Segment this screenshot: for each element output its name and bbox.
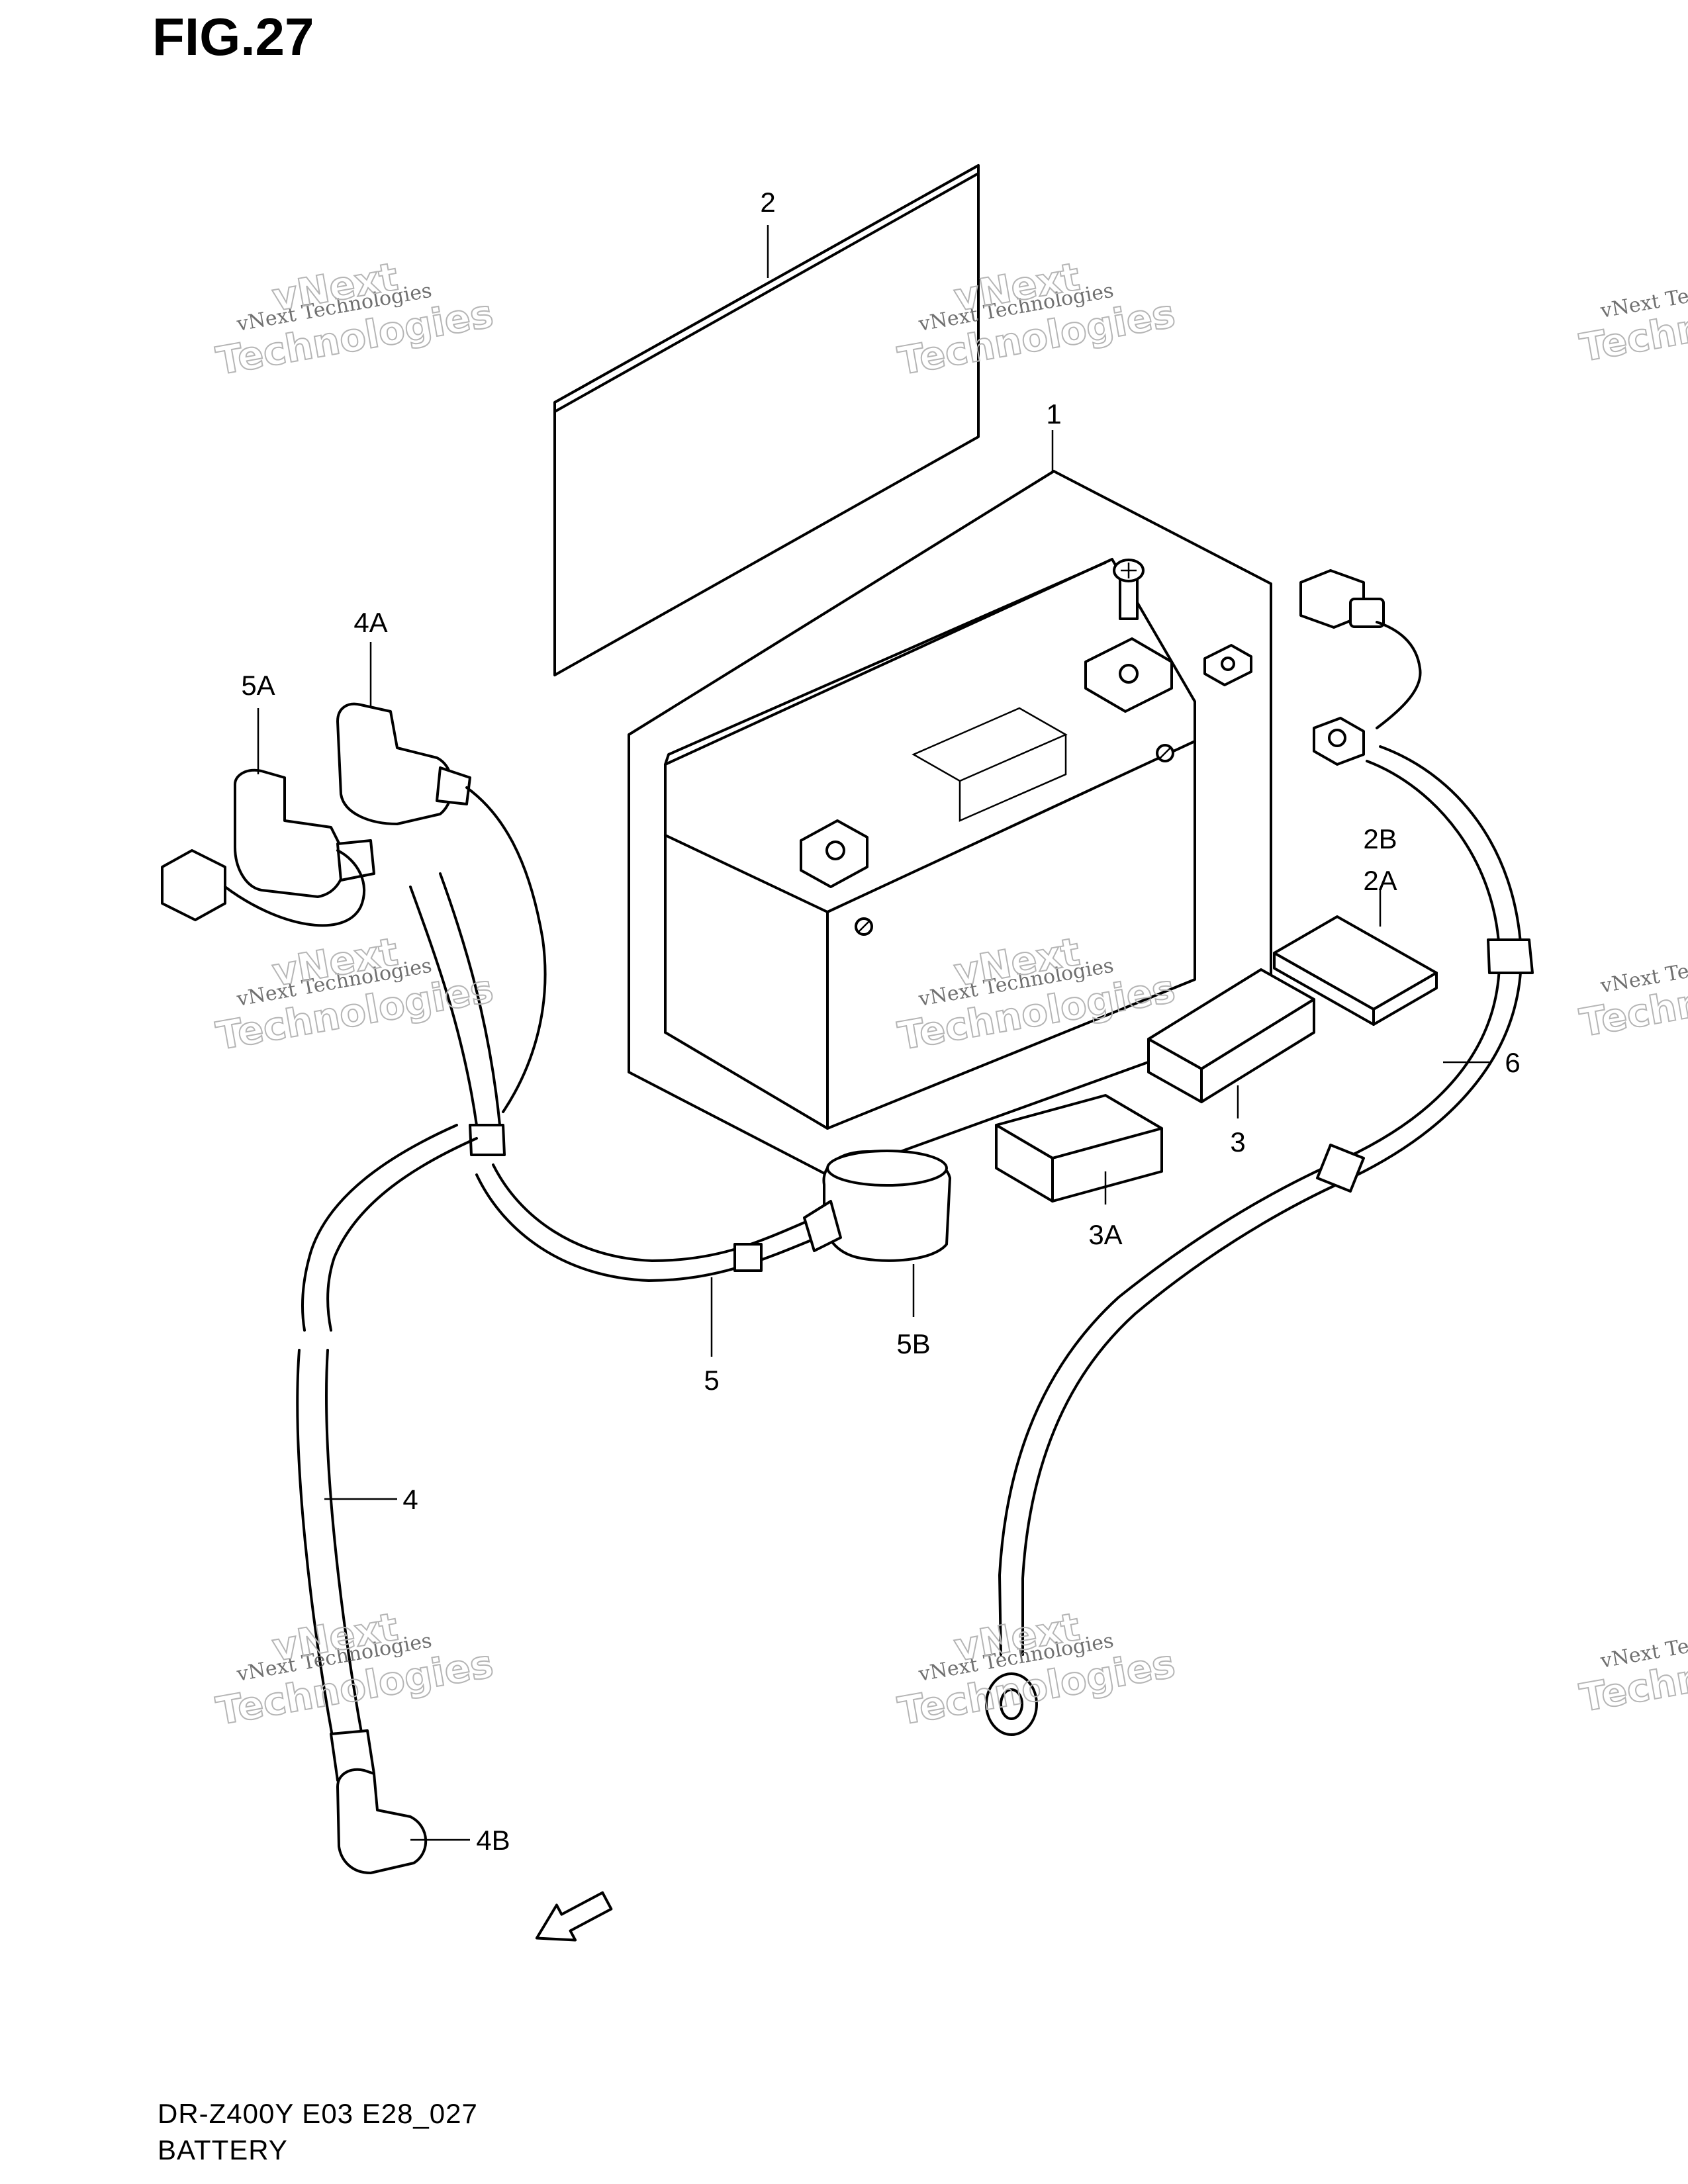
fwd-arrow-icon: FWD: [535, 1891, 613, 1942]
callout-labels: 1 2 2B 2A 3 3A 4 4A 4B 5 5A 5B 6: [241, 187, 1520, 1856]
part-5A-boot: [161, 768, 375, 927]
watermark-middle-right: vNext Technologies Technologies: [1576, 941, 1688, 1046]
part-2A-label-plate: [1273, 915, 1438, 1026]
watermark-bottom-left: vNext Technologies vNext Technologies: [212, 1604, 497, 1735]
callout-4A: 4A: [353, 607, 387, 638]
callout-4B: 4B: [476, 1825, 510, 1856]
callout-2A: 2A: [1363, 865, 1397, 896]
part-4-cable: [296, 1124, 478, 1782]
watermark-bottom-right: vNext Technologies Technologies: [1576, 1616, 1688, 1721]
section-name: BATTERY: [158, 2134, 288, 2165]
callout-3A: 3A: [1088, 1219, 1122, 1250]
callout-3: 3: [1230, 1126, 1245, 1158]
part-1-battery: [628, 470, 1272, 1178]
callout-5A: 5A: [241, 670, 275, 701]
callout-2: 2: [760, 187, 775, 218]
callout-6: 6: [1505, 1047, 1520, 1078]
part-5B-terminal-cap: [803, 1150, 951, 1262]
watermark-top-left: vNext Technologies vNext Technologies: [212, 253, 497, 385]
figure-title: FIG.27: [152, 7, 314, 66]
part-3-pad: [1147, 968, 1315, 1103]
callout-5: 5: [704, 1365, 719, 1396]
part-4B-boot: [336, 1768, 428, 1874]
watermark-middle-left: vNext Technologies vNext Technologies: [212, 929, 497, 1060]
model-code: DR-Z400Y E03 E28_027: [158, 2098, 478, 2129]
callout-4: 4: [402, 1484, 418, 1515]
part-5-cable: [409, 872, 819, 1282]
callout-2B: 2B: [1363, 823, 1397, 854]
part-6-negative-cable: [985, 569, 1534, 1736]
callout-5B: 5B: [896, 1328, 930, 1359]
part-3A-block: [995, 1094, 1163, 1203]
callout-1: 1: [1046, 398, 1061, 430]
leader-lines: [257, 225, 1489, 1841]
part-4A-boot: [336, 702, 547, 1113]
part-2-cover-plate: [553, 164, 980, 676]
watermark-top-right: vNext Technologies Technologies: [1576, 266, 1688, 371]
